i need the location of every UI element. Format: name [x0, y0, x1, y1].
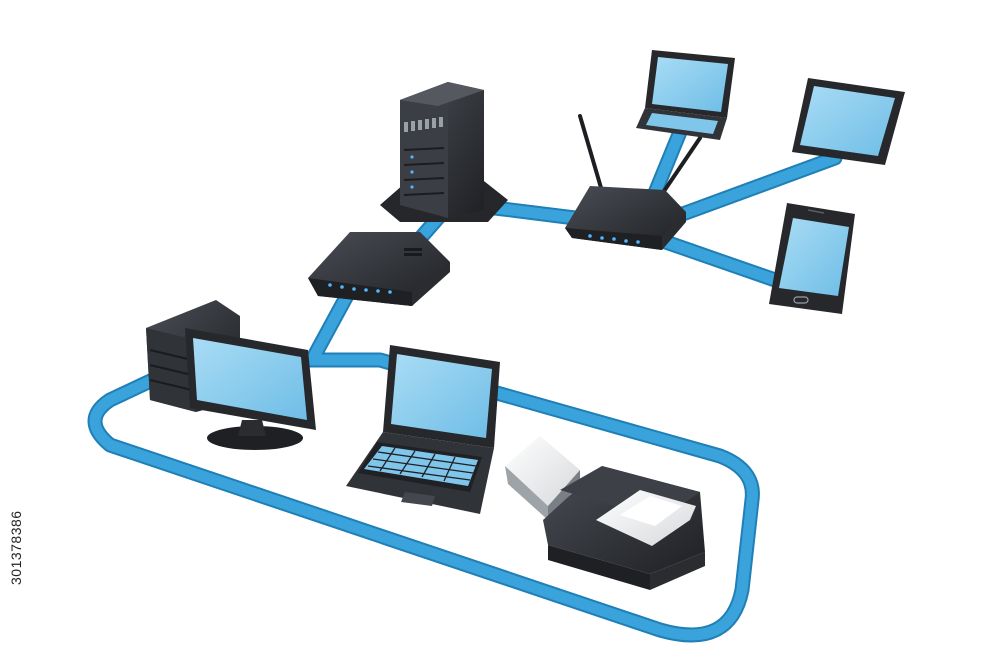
tablet-icon: [792, 78, 905, 165]
network-cables: [87, 124, 843, 643]
smartphone-icon: [769, 203, 855, 314]
printer-icon: [505, 436, 705, 590]
laptop-icon: [346, 345, 500, 514]
wifi-router-icon: [565, 114, 702, 250]
network-switch-icon: [308, 232, 450, 306]
stock-image-id: 301378386: [8, 510, 24, 585]
server-tower-icon: [380, 82, 508, 222]
desktop-computer-icon: [146, 300, 316, 450]
laptop-icon: [636, 50, 735, 140]
